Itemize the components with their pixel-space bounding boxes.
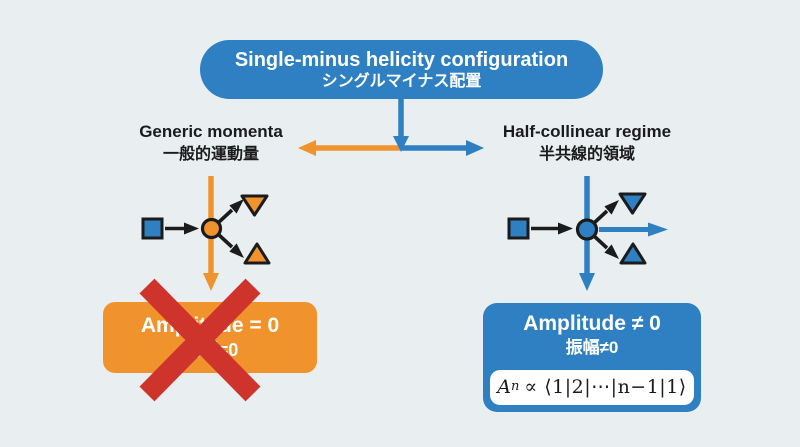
formula-expression: ∝ ⟨1|2|⋯|n−1|1⟩ [524,375,687,398]
amplitude-zero-box: Amplitude = 0 振幅=0 [103,302,317,373]
formula-variable: A [497,375,511,398]
right-out-arrowhead-up-icon [604,200,619,215]
amplitude-zero-japanese: 振幅=0 [181,340,239,361]
left-out-arrowhead-down-icon [229,243,244,258]
left-triangle-down-icon [240,194,269,217]
formula-subscript: n [511,379,520,395]
title-english: Single-minus helicity configuration [234,48,569,71]
left-out-arrow-down [217,233,234,249]
right-triangle-down-icon [618,192,647,215]
left-vertex-circle-icon [200,217,223,240]
left-in-arrowhead-icon [184,222,199,235]
right-collinear-arrowhead-icon [648,222,668,237]
title-box: Single-minus helicity configuration シングル… [200,40,603,99]
left-heading-japanese: 一般的運動量 [162,145,259,163]
split-connector [298,98,484,156]
left-flow-arrowhead-icon [203,273,219,291]
amplitude-nonzero-japanese: 振幅≠0 [565,338,619,358]
left-out-arrowhead-up-icon [229,199,244,214]
left-triangle-up-icon [243,242,271,265]
right-heading-english: Half-collinear regime [502,122,672,141]
right-heading-japanese: 半共線的領域 [538,145,635,163]
right-vertex-circle-icon [575,218,599,241]
title-down-arrowhead-icon [393,136,409,152]
right-out-arrow-down [592,234,609,250]
left-branch-heading: Generic momenta 一般的運動量 [101,121,321,166]
right-triangle-up-icon [619,242,647,265]
right-branch-heading: Half-collinear regime 半共線的領域 [477,121,697,166]
amplitude-zero-english: Amplitude = 0 [140,314,280,338]
right-incoming-square-icon [507,217,530,240]
amplitude-nonzero-english: Amplitude ≠ 0 [523,312,661,335]
left-out-arrow-up [217,208,234,224]
left-scattering-diagram [141,176,271,291]
right-out-arrow-up [592,209,609,225]
right-out-arrowhead-down-icon [604,244,619,259]
left-incoming-square-icon [141,217,164,240]
left-heading-english: Generic momenta [139,122,283,141]
right-flow-arrowhead-icon [579,273,595,291]
right-scattering-diagram [507,176,668,291]
title-japanese: シングルマイナス配置 [321,72,482,90]
right-in-arrowhead-icon [558,222,573,235]
